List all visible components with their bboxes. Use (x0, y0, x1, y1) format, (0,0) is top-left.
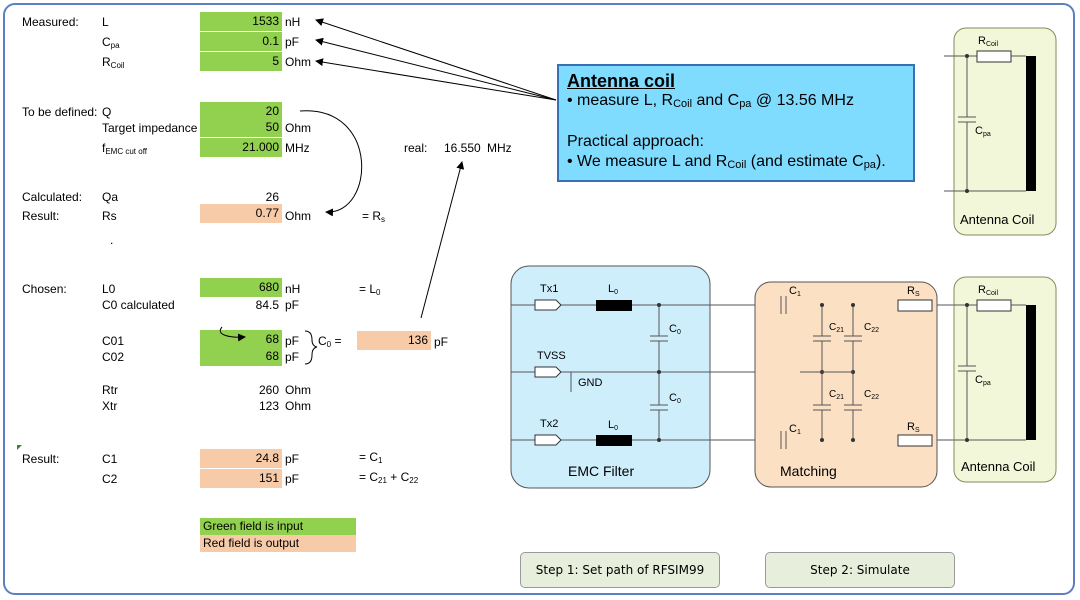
Xtr-value: 123 (258, 399, 279, 413)
callout-title: Antenna coil (567, 71, 676, 91)
target-impedance-name: Target impedance (102, 121, 198, 135)
callout-line2: Practical approach: (567, 133, 704, 150)
Rtr-name: Rtr (102, 383, 118, 397)
C0-eq-label: C0 = (318, 334, 342, 349)
real-unit: MHz (487, 141, 512, 155)
C01-unit: pF (285, 334, 300, 348)
target-impedance-input[interactable]: 50 (200, 118, 282, 137)
Xtr-unit: Ohm (285, 399, 312, 413)
C2-unit: pF (285, 472, 300, 486)
C02-input[interactable]: 68 (200, 347, 282, 366)
Xtr-name: Xtr (102, 399, 118, 413)
L0-name: L0 (102, 282, 116, 296)
target-impedance-unit: Ohm (285, 121, 312, 135)
callout-line1: • measure L, RCoil and Cpa @ 13.56 MHz (567, 92, 854, 110)
Rs-name: Rs (102, 209, 117, 223)
f-emc-unit: MHz (285, 141, 310, 155)
measured-label: Measured: (22, 15, 79, 29)
C2-name: C2 (102, 472, 118, 486)
legend-input: Green field is input (200, 518, 356, 535)
Rcoil-input[interactable]: 5 (200, 52, 282, 71)
Rs-output: 0.77 (200, 204, 282, 223)
callout-line3: • We measure L and RCoil (and estimate C… (567, 153, 886, 171)
C0calc-name: C0 calculated (102, 298, 175, 312)
legend-output: Red field is output (200, 535, 356, 552)
set-path-button[interactable]: Step 1: Set path of RFSIM99 (520, 552, 720, 588)
real-value: 16.550 (444, 141, 481, 155)
Rcoil-unit: Ohm (285, 55, 312, 69)
chosen-label: Chosen: (22, 282, 67, 296)
C01-name: C01 (102, 334, 125, 348)
C0-unit: pF (434, 335, 449, 349)
L-unit: nH (285, 15, 301, 29)
L0-eq: = L0 (359, 282, 381, 297)
L-input[interactable]: 1533 (200, 12, 282, 31)
C02-name: C02 (102, 350, 125, 364)
Cpa-input[interactable]: 0.1 (200, 32, 282, 51)
C0-output: 136 (357, 331, 431, 350)
C1-output: 24.8 (200, 449, 282, 468)
C2-eq: = C21 + C22 (359, 470, 419, 485)
Rs-eq: = Rs (362, 209, 386, 224)
dot-mark: . (110, 233, 114, 247)
C2-output: 151 (200, 469, 282, 488)
L0-input[interactable]: 680 (200, 278, 282, 297)
calculated-label: Calculated: (22, 190, 83, 204)
Qa-name: Qa (102, 190, 119, 204)
L-name: L (102, 15, 109, 29)
result1-label: Result: (22, 209, 60, 223)
simulate-button[interactable]: Step 2: Simulate (765, 552, 955, 588)
C1-unit: pF (285, 452, 300, 466)
f-emc-name: fEMC cut off (102, 141, 147, 156)
C1-name: C1 (102, 452, 118, 466)
antenna-coil-callout: Antenna coil • measure L, RCoil and Cpa … (557, 64, 915, 182)
worksheet-frame (3, 3, 1075, 595)
C1-eq: = C1 (359, 450, 383, 465)
Qa-value: 26 (265, 190, 279, 204)
Rcoil-name: RCoil (102, 55, 125, 70)
to-be-defined-label: To be defined: (22, 105, 98, 119)
L0-unit: nH (285, 282, 301, 296)
Rtr-unit: Ohm (285, 383, 312, 397)
Cpa-name: Cpa (102, 35, 120, 50)
Cpa-unit: pF (285, 35, 300, 49)
C02-unit: pF (285, 350, 300, 364)
result2-label: Result: (22, 452, 60, 466)
Q-input[interactable]: 20 (200, 102, 282, 121)
C0calc-value: 84.5 (255, 298, 279, 312)
Rs-unit: Ohm (285, 209, 312, 223)
f-emc-input[interactable]: 21.000 (200, 138, 282, 157)
real-label: real: (404, 141, 428, 155)
Rtr-value: 260 (258, 383, 279, 397)
C0calc-unit: pF (285, 298, 300, 312)
Q-name: Q (102, 105, 112, 119)
